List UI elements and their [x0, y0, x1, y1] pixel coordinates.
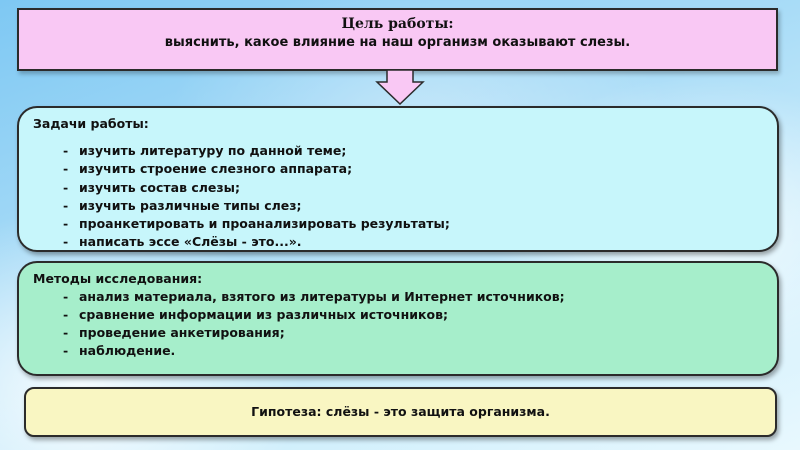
list-item: -изучить строение слезного аппарата; [63, 160, 777, 178]
goal-title: Цель работы: [341, 16, 454, 32]
list-item: -проведение анкетирования; [63, 325, 285, 340]
list-item: -наблюдение. [63, 343, 176, 358]
list-item: -написать эссе «Слёзы - это...». [63, 233, 777, 251]
tasks-heading: Задачи работы: [33, 116, 149, 131]
bullet-dash: - [63, 343, 69, 358]
list-item: -проанкетировать и проанализировать резу… [63, 215, 777, 233]
list-item: -анализ материала, взятого из литературы… [63, 289, 565, 304]
bullet-dash: - [63, 143, 69, 158]
bullet-dash: - [63, 179, 69, 195]
bullet-dash: - [63, 307, 69, 322]
bullet-dash: - [63, 289, 69, 304]
methods-list: -анализ материала, взятого из литературы… [33, 288, 777, 360]
bullet-dash: - [63, 325, 69, 340]
hypothesis-box: Гипотеза: слёзы - это защита организма. [24, 387, 777, 437]
tasks-list: -изучить литературу по данной теме; -изу… [33, 142, 777, 252]
goal-box: Цель работы: выяснить, какое влияние на … [17, 8, 778, 71]
methods-heading: Методы исследования: [33, 271, 203, 286]
goal-text: выяснить, какое влияние на наш организм … [164, 35, 631, 50]
tasks-box: Задачи работы: -изучить литературу по да… [17, 106, 779, 252]
list-item: -изучить литературу по данной теме; [63, 142, 777, 160]
bullet-dash: - [63, 216, 69, 232]
bullet-dash: - [63, 161, 69, 177]
list-item: -сравнение информации из различных источ… [63, 307, 448, 322]
list-item: -изучить различные типы слез; [63, 197, 777, 215]
down-arrow-icon [375, 70, 425, 105]
methods-box: Методы исследования: -анализ материала, … [17, 261, 779, 376]
bullet-dash: - [63, 234, 69, 250]
bullet-dash: - [63, 197, 69, 213]
hypothesis-text: Гипотеза: слёзы - это защита организма. [251, 404, 550, 419]
list-item: -изучить состав слезы; [63, 179, 777, 197]
